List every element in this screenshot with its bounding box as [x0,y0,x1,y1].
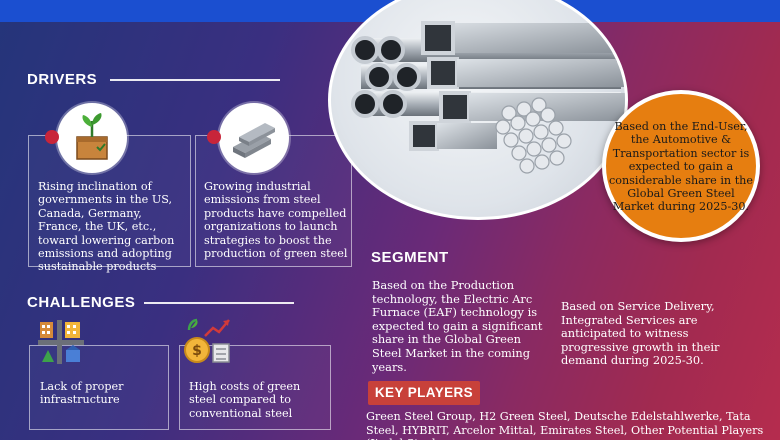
driver-icon-circle-2 [219,103,289,173]
steel-products-image [328,0,628,220]
cost-growth-icon: $ [183,316,233,366]
steel-pipes-illustration [351,21,625,174]
driver-text-1: Rising inclination of governments in the… [38,180,175,274]
key-players-badge: KEY PLAYERS [368,381,480,405]
challenge-card-2 [179,345,331,430]
steel-bars-icon [233,123,275,158]
driver-text-2: Growing industrial emissions from steel … [204,180,348,261]
key-players-text: Green Steel Group, H2 Green Steel, Deuts… [366,410,764,440]
driver-icon-circle-1 [57,103,127,173]
challenge-text-1: Lack of proper infrastructure [40,380,124,407]
plant-box-icon [76,113,108,160]
challenge-text-2: High costs of green steel compared to co… [189,380,301,420]
driver-dot-1 [45,130,59,144]
end-user-circle [602,90,760,242]
segment-heading: SEGMENT [371,249,449,266]
driver-dot-2 [207,130,221,144]
end-user-text: Based on the End-User, the Automotive & … [608,120,754,214]
drivers-divider [110,79,280,81]
segment-service-text: Based on Service Delivery, Integrated Se… [561,299,720,368]
svg-text:$: $ [192,343,202,359]
drivers-heading: DRIVERS [27,71,98,88]
infrastructure-icon [38,320,84,364]
challenge-card-1 [29,345,169,430]
segment-production-text: Based on the Production technology, the … [372,278,543,374]
challenges-heading: CHALLENGES [27,294,136,311]
challenges-divider [144,302,294,304]
